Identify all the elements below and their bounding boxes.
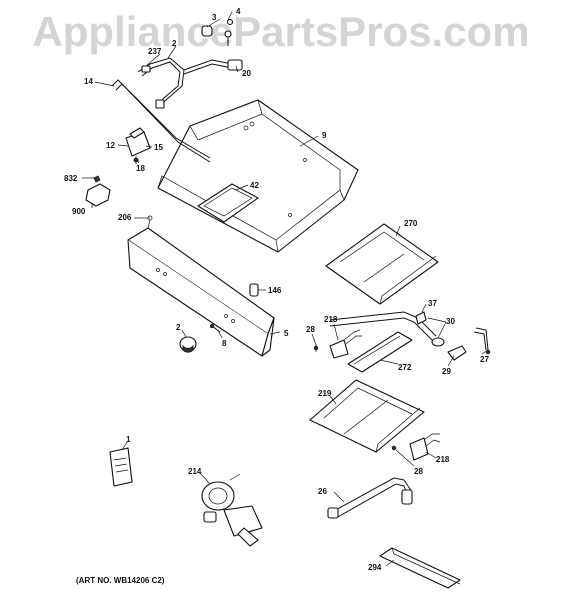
part-214-regulator xyxy=(201,473,263,547)
callout-1: 1 xyxy=(126,435,131,444)
part-1-literature xyxy=(109,447,133,487)
callout-12: 12 xyxy=(106,141,115,150)
part-manifold-panel xyxy=(127,215,275,357)
callout-3: 3 xyxy=(212,13,217,22)
part-broil-burner xyxy=(329,311,491,361)
part-28-upper xyxy=(313,344,319,352)
callout-26: 26 xyxy=(318,487,327,496)
leader-lines xyxy=(82,11,489,567)
part-272-shield xyxy=(347,331,413,373)
callout-27: 27 xyxy=(480,355,489,364)
part-146 xyxy=(249,283,259,297)
callout-206: 206 xyxy=(118,213,132,222)
callout-270: 270 xyxy=(404,219,418,228)
callout-29: 29 xyxy=(442,367,451,376)
callout-28-upper: 28 xyxy=(306,325,315,334)
part-bake-burner xyxy=(327,477,413,519)
callout-214: 214 xyxy=(188,467,202,476)
art-number: (ART NO. WB14206 C2) xyxy=(76,576,165,585)
callout-2-knob: 2 xyxy=(176,323,181,332)
callout-146: 146 xyxy=(268,286,282,295)
callout-14: 14 xyxy=(84,77,93,86)
callouts: 3 4 237 2 20 14 9 12 15 18 42 832 900 20… xyxy=(64,7,489,572)
callout-30: 30 xyxy=(446,317,455,326)
part-294-trim xyxy=(379,547,461,589)
part-ignitor-upper xyxy=(329,329,362,359)
part-219-baffle xyxy=(309,379,425,453)
callout-37: 37 xyxy=(428,299,437,308)
watermark: AppliancePartsPros.com xyxy=(32,8,530,55)
part-28-lower xyxy=(391,445,397,451)
callout-42: 42 xyxy=(250,181,259,190)
part-valve-bracket xyxy=(125,127,151,164)
callout-9: 9 xyxy=(322,131,327,140)
callout-218-upper: 218 xyxy=(324,315,338,324)
callout-18: 18 xyxy=(136,164,145,173)
callout-20: 20 xyxy=(242,69,251,78)
callout-900: 900 xyxy=(72,207,86,216)
callout-15: 15 xyxy=(154,143,163,152)
callout-4: 4 xyxy=(236,7,241,16)
callout-219: 219 xyxy=(318,389,332,398)
callout-237: 237 xyxy=(148,47,162,56)
part-burner-box xyxy=(157,99,359,253)
callout-294: 294 xyxy=(368,563,382,572)
callout-832: 832 xyxy=(64,174,78,183)
part-knob xyxy=(179,336,197,353)
callout-218-lower: 218 xyxy=(436,455,450,464)
part-270-baffle xyxy=(325,223,439,305)
callout-2-top: 2 xyxy=(172,39,177,48)
part-ignitor-lower xyxy=(409,433,441,461)
callout-8: 8 xyxy=(222,339,227,348)
part-manifold-tubes xyxy=(111,18,243,163)
callout-5: 5 xyxy=(284,329,289,338)
callout-28-lower: 28 xyxy=(414,467,423,476)
callout-272: 272 xyxy=(398,363,412,372)
part-900-module xyxy=(85,175,111,207)
